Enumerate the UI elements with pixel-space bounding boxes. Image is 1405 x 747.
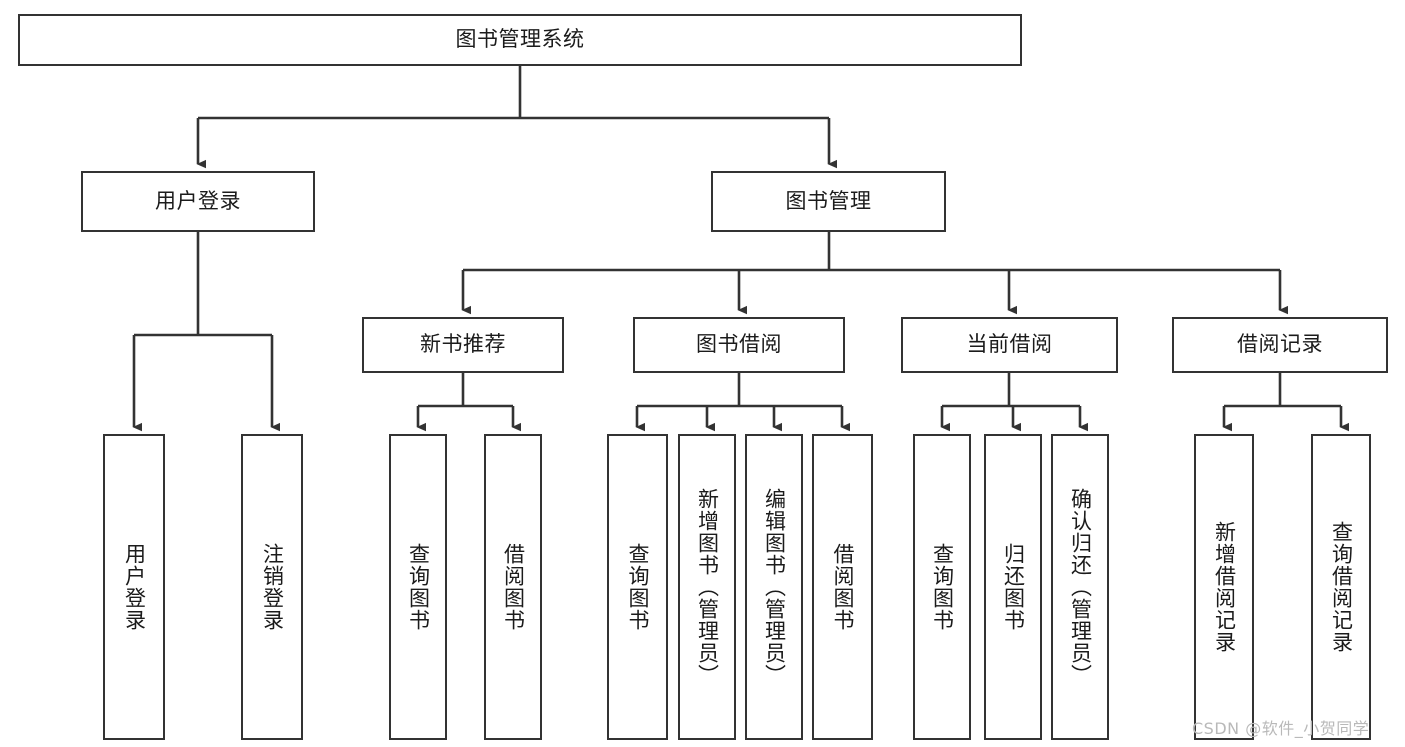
node-book-borrow-label: 图书借阅 — [696, 332, 782, 357]
node-book-management-label: 图书管理 — [785, 188, 872, 213]
node-user-login-label: 用户登录 — [155, 188, 241, 213]
node-leaf-add-book-admin-label: 新增图书（管理员） — [695, 488, 720, 686]
node-leaf-edit-book-admin-label: 编辑图书（管理员） — [762, 488, 787, 686]
node-leaf-return-book[interactable]: 归还图书 — [984, 434, 1042, 740]
node-book-borrow[interactable]: 图书借阅 — [633, 317, 845, 373]
node-leaf-return-book-label: 归还图书 — [1001, 543, 1026, 631]
node-leaf-borrow-book[interactable]: 借阅图书 — [812, 434, 873, 740]
node-borrow-record-label: 借阅记录 — [1237, 332, 1323, 357]
node-leaf-query-book-recommend-label: 查询图书 — [406, 543, 431, 631]
node-leaf-user-login-label: 用户登录 — [122, 543, 147, 631]
node-user-login[interactable]: 用户登录 — [81, 171, 315, 232]
node-leaf-borrow-book-recommend[interactable]: 借阅图书 — [484, 434, 542, 740]
node-current-borrow-label: 当前借阅 — [966, 332, 1053, 357]
node-leaf-borrow-book-recommend-label: 借阅图书 — [501, 543, 526, 631]
node-borrow-record[interactable]: 借阅记录 — [1172, 317, 1388, 373]
node-leaf-add-borrow-record[interactable]: 新增借阅记录 — [1194, 434, 1254, 740]
node-leaf-confirm-return-admin-label: 确认归还（管理员） — [1068, 488, 1093, 686]
node-book-management[interactable]: 图书管理 — [711, 171, 946, 232]
node-root-label: 图书管理系统 — [455, 27, 585, 52]
node-new-book-recommend-label: 新书推荐 — [420, 332, 506, 357]
node-leaf-borrow-book-label: 借阅图书 — [830, 543, 855, 631]
node-leaf-logout-login-label: 注销登录 — [260, 543, 285, 631]
node-leaf-query-book-current-label: 查询图书 — [930, 543, 955, 631]
node-leaf-logout-login[interactable]: 注销登录 — [241, 434, 303, 740]
node-leaf-confirm-return-admin[interactable]: 确认归还（管理员） — [1051, 434, 1109, 740]
node-root-book-management-system[interactable]: 图书管理系统 — [18, 14, 1022, 66]
node-current-borrow[interactable]: 当前借阅 — [901, 317, 1118, 373]
node-leaf-edit-book-admin[interactable]: 编辑图书（管理员） — [745, 434, 803, 740]
node-leaf-add-borrow-record-label: 新增借阅记录 — [1212, 521, 1237, 653]
node-leaf-query-book-borrow-label: 查询图书 — [625, 543, 650, 631]
node-leaf-query-book-current[interactable]: 查询图书 — [913, 434, 971, 740]
node-leaf-query-borrow-record-label: 查询借阅记录 — [1329, 521, 1354, 653]
node-new-book-recommend[interactable]: 新书推荐 — [362, 317, 564, 373]
node-leaf-query-book-borrow[interactable]: 查询图书 — [607, 434, 668, 740]
node-leaf-add-book-admin[interactable]: 新增图书（管理员） — [678, 434, 736, 740]
node-leaf-user-login[interactable]: 用户登录 — [103, 434, 165, 740]
node-leaf-query-borrow-record[interactable]: 查询借阅记录 — [1311, 434, 1371, 740]
csdn-watermark: CSDN @软件_小贺同学 — [1192, 719, 1370, 738]
node-leaf-query-book-recommend[interactable]: 查询图书 — [389, 434, 447, 740]
